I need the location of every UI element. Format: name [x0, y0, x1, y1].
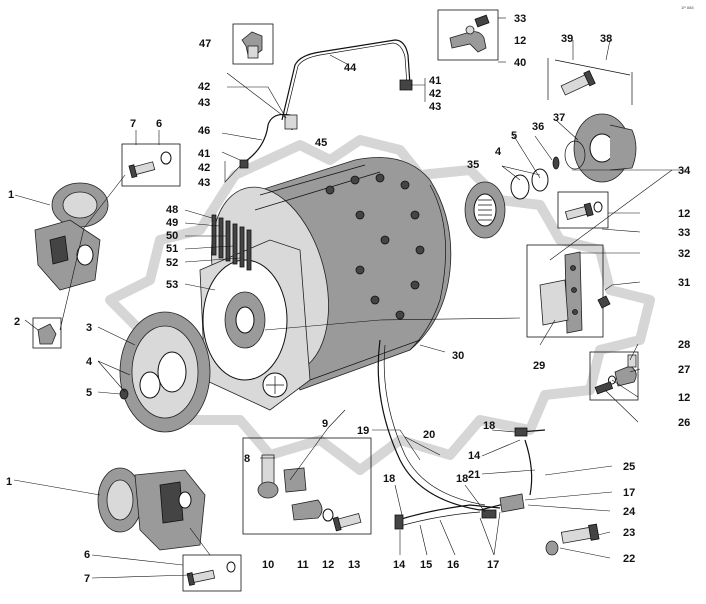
callout-18: 18 — [456, 473, 468, 485]
callout-48: 48 — [166, 204, 178, 216]
callout-26: 26 — [678, 417, 690, 429]
callout-10: 10 — [262, 559, 274, 571]
callout-18: 18 — [383, 473, 395, 485]
callout-41: 41 — [429, 75, 441, 87]
callout-20: 20 — [423, 429, 435, 441]
callout-22: 22 — [623, 553, 635, 565]
callout-49: 49 — [166, 217, 178, 229]
callout-31: 31 — [678, 277, 690, 289]
callout-3: 3 — [86, 322, 92, 334]
callout-17: 17 — [487, 559, 499, 571]
callout-14: 14 — [393, 559, 406, 571]
callout-1: 1 — [6, 476, 12, 488]
callout-21: 21 — [468, 469, 480, 481]
callout-25: 25 — [623, 461, 635, 473]
callout-50: 50 — [166, 230, 178, 242]
callout-4: 4 — [495, 146, 502, 158]
callout-43: 43 — [198, 97, 210, 109]
callout-44: 44 — [344, 62, 357, 74]
callout-30: 30 — [452, 350, 464, 362]
callout-28: 28 — [678, 339, 690, 351]
callout-5: 5 — [511, 130, 517, 142]
callout-7: 7 — [84, 573, 90, 585]
bolt-box-7-6-top — [121, 143, 181, 187]
callout-23: 23 — [623, 527, 635, 539]
callout-32: 32 — [678, 248, 690, 260]
callout-12: 12 — [678, 392, 690, 404]
callout-12: 12 — [514, 35, 526, 47]
callout-46: 46 — [198, 125, 210, 137]
callout-27: 27 — [678, 364, 690, 376]
callout-43: 43 — [429, 101, 441, 113]
callout-36: 36 — [532, 121, 544, 133]
callout-42: 42 — [429, 88, 441, 100]
callout-labels: 1P 888 33 12 40 47 44 42 43 41 42 43 46 … — [6, 5, 694, 585]
bolt-box-12 — [557, 191, 609, 229]
leader-lines — [13, 17, 686, 579]
bolt-box-7-6-bottom — [182, 554, 242, 592]
callout-40: 40 — [514, 57, 526, 69]
callout-42: 42 — [198, 81, 210, 93]
clamp-parts-box-8-13 — [242, 437, 372, 535]
hub-35-washers — [464, 168, 549, 239]
callout-52: 52 — [166, 257, 178, 269]
callout-1: 1 — [8, 189, 14, 201]
front-plate-53 — [199, 239, 311, 411]
callout-12: 12 — [678, 208, 690, 220]
callout-45: 45 — [315, 137, 327, 149]
clip-box-27 — [589, 351, 639, 401]
callout-43: 43 — [198, 177, 210, 189]
callout-29: 29 — [533, 360, 545, 372]
callout-16: 16 — [447, 559, 459, 571]
callout-41: 41 — [198, 148, 210, 160]
callout-14: 14 — [468, 450, 481, 462]
callout-53: 53 — [166, 279, 178, 291]
elbow-fitting-47 — [232, 23, 274, 65]
callout-8: 8 — [244, 453, 250, 465]
callout-6: 6 — [84, 549, 90, 561]
callout-19: 19 — [357, 425, 369, 437]
callout-17: 17 — [623, 487, 635, 499]
callout-37: 37 — [553, 112, 565, 124]
callout-18: 18 — [483, 420, 495, 432]
disk-3 — [119, 311, 211, 433]
callout-15: 15 — [420, 559, 432, 571]
callout-2: 2 — [14, 316, 20, 328]
callout-35: 35 — [467, 159, 479, 171]
connector-stack-48 — [211, 214, 252, 271]
callout-34: 34 — [678, 165, 691, 177]
bracket-plate-32 — [526, 244, 611, 338]
callout-4: 4 — [86, 356, 93, 368]
callout-42: 42 — [198, 162, 210, 174]
callout-33: 33 — [678, 227, 690, 239]
cap-box-2 — [32, 317, 62, 349]
pump-assembly-1-bottom — [97, 467, 206, 551]
pipe-44 — [239, 39, 413, 169]
callout-38: 38 — [600, 33, 612, 45]
callout-9: 9 — [322, 418, 328, 430]
callout-13: 13 — [348, 559, 360, 571]
callout-5: 5 — [86, 387, 92, 399]
callout-6: 6 — [156, 118, 162, 130]
callout-39: 39 — [561, 33, 573, 45]
wiring-harness — [377, 339, 600, 556]
callout-51: 51 — [166, 243, 178, 255]
pump-assembly-1-top — [34, 182, 109, 291]
callout-7: 7 — [130, 118, 136, 130]
corner-code: 1P 888 — [681, 5, 694, 10]
callout-24: 24 — [623, 506, 636, 518]
clamp-box-40 — [437, 9, 499, 61]
callout-12: 12 — [322, 559, 334, 571]
flange-37-group — [547, 58, 637, 183]
callout-33: 33 — [514, 13, 526, 25]
callout-11: 11 — [297, 559, 309, 571]
callout-47: 47 — [199, 38, 211, 50]
